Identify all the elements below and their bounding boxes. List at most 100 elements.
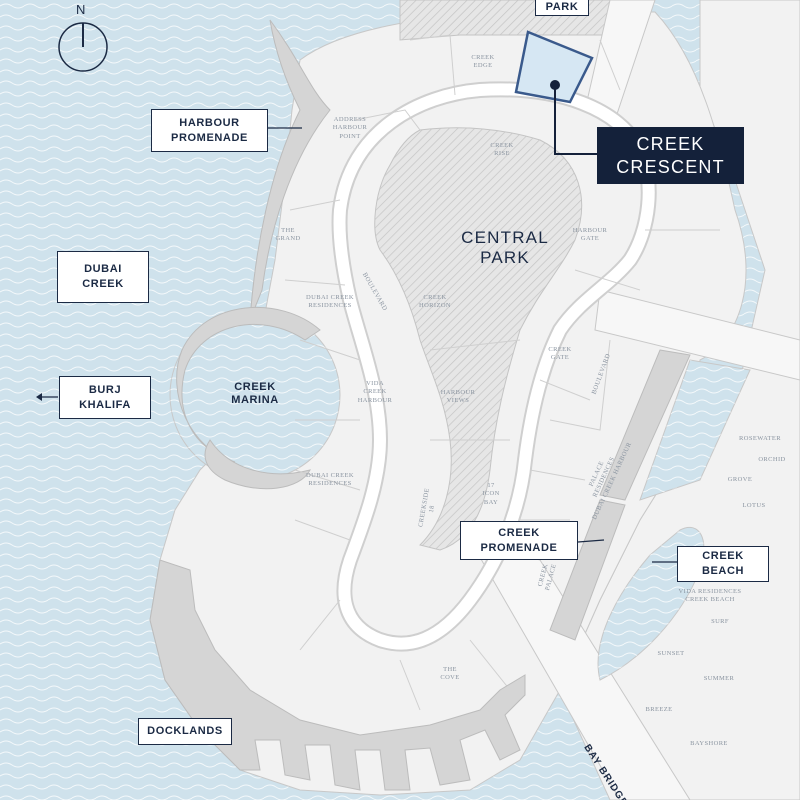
building-harbour-gate[interactable]: HARBOUR GATE (570, 227, 610, 244)
building-the-cove[interactable]: THE COVE (432, 666, 468, 683)
building-creek-rise[interactable]: CREEK RISE (482, 142, 522, 159)
creek-marina-line2: MARINA (231, 394, 279, 407)
building-creek-gate[interactable]: CREEK GATE (540, 346, 580, 363)
creek-rise-line1: CREEK (490, 142, 514, 149)
building-vida-creek-harbour[interactable]: VIDA CREEK HARBOUR (355, 380, 395, 405)
creek-beach-line2: BEACH (701, 565, 745, 577)
creek-crescent-line2: CRESCENT (616, 156, 725, 177)
creek-rise-line2: RISE (494, 150, 510, 158)
building-harbour-views[interactable]: HARBOUR VIEWS (436, 389, 480, 406)
building-grove[interactable]: GROVE (727, 476, 753, 483)
building-address-harbour-point[interactable]: ADDRESS HARBOUR POINT (322, 116, 378, 141)
creek-beach-line1: CREEK (702, 550, 744, 563)
creek-crescent-line1: CREEK (636, 134, 705, 154)
vida-creek-harbour-line1: VIDA (366, 380, 384, 387)
marina-breakwater-south (204, 439, 311, 490)
harbour-views-line1: HARBOUR (440, 389, 476, 396)
harbour-promenade-line1: HARBOUR (179, 116, 240, 129)
east-road (594, 289, 800, 381)
harbour-gate-line2: GATE (580, 235, 600, 243)
creek-promenade-line2: PROMENADE (480, 541, 558, 554)
creek-promenade-leader (577, 539, 605, 543)
parcel-outlines (284, 34, 720, 711)
building-dubai-creek-residences-2[interactable]: DUBAI CREEK RESIDENCES (300, 472, 360, 489)
compass-north-label: N (76, 2, 86, 17)
icon-bay-line1: 17 (487, 482, 495, 489)
creek-beach-water-channel-waves (640, 360, 750, 500)
central-park-line2: PARK (480, 248, 530, 268)
dcr2-line1: DUBAI CREEK (306, 472, 354, 479)
creek-crescent-label[interactable]: CREEK CRESCENT (597, 127, 744, 184)
dubai-creek-label[interactable]: DUBAI CREEK (57, 251, 149, 303)
harbour-views-line2: VIEWS (446, 397, 470, 405)
building-17-icon-bay[interactable]: 17 ICON BAY (476, 482, 506, 507)
icon-bay-line2: ICON (482, 490, 500, 498)
creek-promenade-label[interactable]: CREEK PROMENADE (460, 521, 578, 560)
vida-creek-harbour-line3: HARBOUR (357, 396, 393, 404)
dcr2-line2: RESIDENCES (308, 480, 352, 488)
building-bayshore[interactable]: BAYSHORE (690, 740, 728, 747)
vida-creek-harbour-line2: CREEK (363, 388, 387, 396)
building-creek-edge[interactable]: CREEK EDGE (463, 54, 503, 71)
creek-gate-line2: GATE (550, 354, 570, 362)
creek-promenade-strip-2 (599, 349, 691, 501)
building-sunset[interactable]: SUNSET (657, 650, 685, 657)
burj-arrow-head (36, 393, 42, 401)
creek-marina-waves (170, 310, 340, 480)
creek-beach-label[interactable]: CREEK BEACH (677, 546, 769, 582)
central-park-label: CENTRAL PARK (450, 228, 560, 269)
harbour-promenade-label[interactable]: HARBOUR PROMENADE (151, 109, 268, 152)
dubai-creek-line1: DUBAI (84, 263, 122, 276)
address-harbour-point-line2: HARBOUR (332, 124, 368, 132)
creek-edge-line1: CREEK (471, 54, 495, 61)
building-lotus[interactable]: LOTUS (742, 502, 766, 509)
central-park-hatch (374, 127, 582, 551)
vrcb-line1: VIDA RESIDENCES (678, 588, 742, 595)
building-breeze[interactable]: BREEZE (645, 706, 673, 713)
burj-khalifa-line1: BURJ (88, 383, 122, 396)
park-top-label[interactable]: PARK (535, 0, 589, 16)
creek-marina-line1: CREEK (234, 381, 276, 393)
vrcb-line2: CREEK BEACH (685, 596, 735, 604)
harbour-gate-line1: HARBOUR (572, 227, 608, 234)
dcr1-line2: RESIDENCES (308, 302, 352, 310)
the-cove-line2: COVE (440, 674, 460, 682)
park-top-text: PARK (545, 0, 579, 13)
creek-gate-line1: CREEK (548, 346, 572, 353)
creek-edge-line2: EDGE (473, 62, 493, 70)
building-the-grand[interactable]: THE GRAND (270, 227, 306, 244)
burj-khalifa-label[interactable]: BURJ KHALIFA (59, 376, 151, 419)
creek-promenade-line1: CREEK (498, 526, 540, 539)
building-orchid[interactable]: ORCHID (758, 456, 786, 463)
the-grand-line1: THE (281, 227, 295, 234)
creek-horizon-line2: HORIZON (418, 302, 452, 310)
the-grand-line2: GRAND (275, 235, 301, 243)
creek-marina-label: CREEK MARINA (215, 381, 295, 407)
docklands-edge (149, 559, 526, 791)
creek-crescent-leader (554, 85, 598, 155)
building-summer[interactable]: SUMMER (703, 675, 735, 682)
dcr1-line1: DUBAI CREEK (306, 294, 354, 301)
building-dubai-creek-residences-1[interactable]: DUBAI CREEK RESIDENCES (300, 294, 360, 311)
dubai-creek-line2: CREEK (82, 278, 124, 290)
building-surf[interactable]: SURF (711, 618, 729, 625)
burj-khalifa-line2: KHALIFA (79, 398, 131, 411)
building-creek-horizon[interactable]: CREEK HORIZON (412, 294, 458, 311)
creek-crescent-parcel (514, 30, 594, 104)
icon-bay-line3: BAY (483, 498, 499, 506)
creek-horizon-line1: CREEK (423, 294, 447, 301)
central-park-line1: CENTRAL (461, 228, 549, 247)
harbour-promenade-line2: PROMENADE (171, 131, 248, 144)
docklands-label[interactable]: DOCKLANDS (138, 718, 232, 745)
building-vida-residences-creek-beach[interactable]: VIDA RESIDENCES CREEK BEACH (670, 588, 750, 605)
harbour-promenade-band (249, 19, 331, 321)
marina-breakwater (176, 306, 321, 463)
the-cove-line1: THE (443, 666, 457, 673)
address-harbour-point-line1: ADDRESS (333, 116, 367, 123)
building-rosewater[interactable]: ROSEWATER (739, 435, 781, 442)
creek-promenade-strip (549, 499, 626, 641)
loop-road-lines (333, 83, 655, 650)
address-harbour-point-line3: POINT (339, 132, 361, 140)
docklands-text: DOCKLANDS (147, 725, 223, 738)
